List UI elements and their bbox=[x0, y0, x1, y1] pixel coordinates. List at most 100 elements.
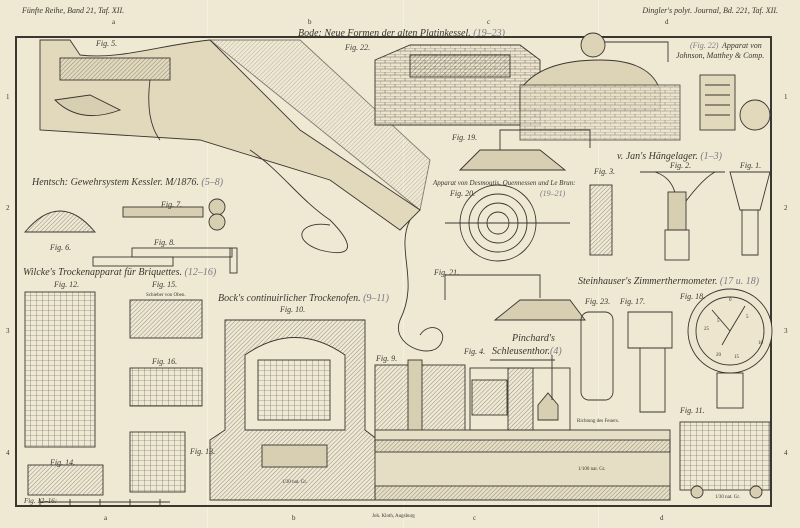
label-fig6: Fig. 6. bbox=[50, 243, 72, 252]
title-steinhauser-text: Steinhauser's Zimmerthermometer. bbox=[578, 276, 718, 287]
drying-oven-fig10 bbox=[209, 319, 379, 501]
drying-truck-fig11 bbox=[679, 421, 771, 499]
label-fig13: Fig. 13. bbox=[190, 447, 216, 456]
label-fig2: Fig. 2. bbox=[670, 161, 692, 170]
label-fig12: Fig. 12. bbox=[54, 280, 80, 289]
plan-fig15 bbox=[129, 299, 203, 339]
thermometer-mechanism-fig17 bbox=[627, 311, 673, 413]
title-desmoutis-range: (19–21) bbox=[540, 189, 566, 198]
title-wilcke-range: (12–16) bbox=[184, 267, 217, 278]
note-scale-fig11: 1/30 nat. Gr. bbox=[715, 495, 740, 500]
row-4-right: 4 bbox=[784, 449, 788, 457]
col-c-bottom: c bbox=[473, 514, 477, 522]
label-fig17: Fig. 17. bbox=[620, 297, 646, 306]
note-richtung: Richtung des Feuers. bbox=[577, 419, 620, 424]
long-oven-fig9 bbox=[374, 359, 671, 501]
spiral-plan-fig20 bbox=[445, 184, 570, 262]
label-fig7: Fig. 7. bbox=[161, 200, 183, 209]
printer-credit: Joh. Kloth, Augsburg bbox=[372, 514, 415, 519]
title-pinchard-1: Pinchard's bbox=[512, 333, 555, 344]
label-fig16: Fig. 16. bbox=[152, 357, 178, 366]
hanging-bearing-figs bbox=[589, 171, 771, 261]
header-left: Fünfte Reihe, Band 21, Taf. XII. bbox=[22, 6, 125, 15]
flue-fig23 bbox=[580, 311, 614, 401]
dial-number: 5 bbox=[746, 315, 749, 320]
row-3-right: 3 bbox=[784, 327, 788, 335]
row-3-left: 3 bbox=[6, 327, 10, 335]
title-jan-range: (1–3) bbox=[700, 151, 722, 162]
row-2-left: 2 bbox=[6, 204, 10, 212]
row-1-left: 1 bbox=[6, 93, 10, 101]
label-fig9: Fig. 9. bbox=[376, 354, 398, 363]
label-fig1: Fig. 1. bbox=[740, 161, 762, 170]
label-fig18: Fig. 18. bbox=[680, 292, 706, 301]
plate-frame bbox=[15, 36, 772, 507]
title-desmoutis: Apparat von Desmoutis, Quennessen und Le… bbox=[433, 179, 576, 187]
plan-fig16 bbox=[129, 367, 203, 407]
row-2-right: 2 bbox=[784, 204, 788, 212]
note-scale-fig9: 1/100 nat. Gr. bbox=[578, 467, 606, 472]
col-b-top: b bbox=[308, 18, 312, 26]
title-pinchard-text: Schleusenthor. bbox=[492, 346, 551, 357]
note-scale-fig10: 1/30 nat. Gr. bbox=[282, 480, 307, 485]
dial-number: 10 bbox=[758, 341, 763, 346]
title-bode-text: Bode: Neue Formen der alten Platinkessel… bbox=[298, 28, 471, 39]
row-4-left: 4 bbox=[6, 449, 10, 457]
dial-number: 5 bbox=[717, 319, 720, 324]
label-fig8: Fig. 8. bbox=[154, 238, 176, 247]
title-wilcke: Wilcke's Trockenapparat für Briquettes. … bbox=[23, 268, 216, 278]
title-hentsch-range: (5–8) bbox=[201, 177, 224, 188]
label-fig22: Fig. 22. bbox=[345, 43, 371, 52]
col-a-top: a bbox=[112, 18, 116, 26]
platinum-kettle-fig19 bbox=[458, 129, 591, 171]
dial-number: 15 bbox=[734, 355, 739, 360]
title-bode-range: (19–23) bbox=[473, 28, 505, 39]
title-hentsch: Hentsch: Gewehrsystem Kessler. M/1876. (… bbox=[32, 178, 223, 188]
furnace-drawing bbox=[374, 32, 771, 141]
title-hentsch-text: Hentsch: Gewehrsystem Kessler. M/1876. bbox=[32, 177, 199, 188]
slide-fig8 bbox=[92, 247, 238, 274]
title-steinhauser-range: (17 u. 18) bbox=[719, 276, 760, 287]
title-bode: Bode: Neue Formen der alten Platinkessel… bbox=[298, 29, 505, 39]
label-fig21: Fig. 21. bbox=[434, 268, 460, 277]
fold-line bbox=[598, 0, 599, 528]
col-a-bottom: a bbox=[104, 514, 108, 522]
label-fig12-16-scale: Fig. 12–16: bbox=[24, 497, 58, 505]
label-fig15: Fig. 15. bbox=[152, 280, 178, 289]
label-fig19: Fig. 19. bbox=[452, 133, 478, 142]
label-fig3: Fig. 3. bbox=[594, 167, 616, 176]
platinum-kettle-fig21 bbox=[444, 274, 586, 321]
title-pinchard-2: Schleusenthor.(4) bbox=[492, 347, 562, 357]
note-schieber: Schieber von Oben. bbox=[146, 293, 186, 298]
title-bock: Bock's continuirlicher Trockenofen. (9–1… bbox=[218, 294, 389, 304]
title-wilcke-text: Wilcke's Trockenapparat für Briquettes. bbox=[23, 267, 182, 278]
header-right: Dingler's polyt. Journal, Bd. 221, Taf. … bbox=[642, 6, 778, 15]
col-d-bottom: d bbox=[660, 514, 664, 522]
dial-number: 20 bbox=[716, 353, 721, 358]
row-1-right: 1 bbox=[784, 93, 788, 101]
lock-gate-fig4 bbox=[469, 355, 571, 431]
title-steinhauser: Steinhauser's Zimmerthermometer. (17 u. … bbox=[578, 277, 759, 287]
drying-rack-fig12 bbox=[24, 291, 96, 448]
title-bock-text: Bock's continuirlicher Trockenofen. bbox=[218, 293, 361, 304]
label-fig20: Fig. 20. bbox=[450, 189, 476, 198]
col-b-bottom: b bbox=[292, 514, 296, 522]
label-fig23: Fig. 23. bbox=[585, 297, 611, 306]
caption-johnson-2: Johnson, Matthey & Comp. bbox=[676, 51, 765, 60]
label-fig11: Fig. 11. bbox=[680, 406, 705, 415]
dial-number: 25 bbox=[704, 327, 709, 332]
col-c-top: c bbox=[487, 18, 491, 26]
rifle-breech-drawing bbox=[39, 39, 443, 352]
label-fig10: Fig. 10. bbox=[280, 305, 306, 314]
cartridge-section-fig6 bbox=[24, 210, 96, 233]
label-fig14: Fig. 14. bbox=[50, 458, 76, 467]
fold-line bbox=[403, 0, 404, 528]
title-jan: v. Jan's Hängelager. (1–3) bbox=[617, 152, 722, 162]
label-fig4: Fig. 4. bbox=[464, 347, 486, 356]
dial-number: 0 bbox=[729, 298, 732, 303]
title-jan-text: v. Jan's Hängelager. bbox=[617, 151, 698, 162]
key-fig7 bbox=[122, 198, 226, 231]
col-d-top: d bbox=[665, 18, 669, 26]
section-fig14 bbox=[27, 464, 104, 496]
